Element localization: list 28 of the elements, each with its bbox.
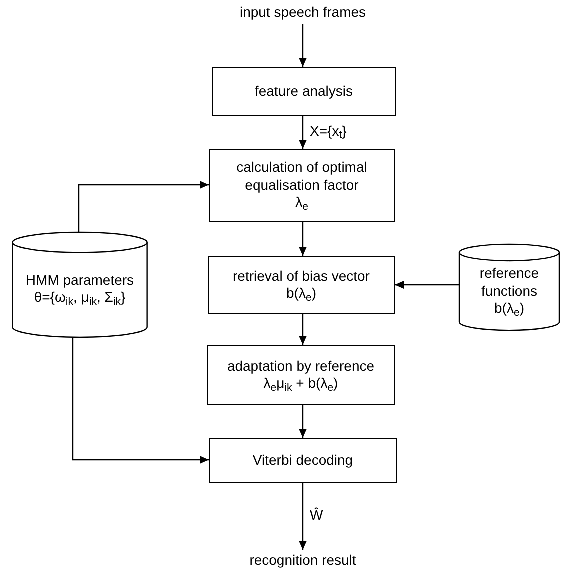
node-text: feature analysis: [254, 82, 354, 100]
edge-label: Ŵ: [309, 508, 324, 522]
arrow: [299, 116, 307, 149]
node-text: b(λ$_{e}$): [286, 285, 316, 302]
node-text: Viterbi decoding: [252, 452, 354, 470]
node-text: b(λ$_{e}$): [494, 300, 524, 318]
arrow: [299, 405, 307, 438]
node-text: λ$_{e}$: [296, 194, 308, 212]
process-box: [209, 149, 395, 222]
arrow: [299, 483, 307, 550]
arrow: [395, 281, 459, 289]
arrow: [299, 222, 307, 256]
node-text: retrieval of bias vector: [233, 268, 370, 285]
process-box: [208, 256, 395, 314]
arrow: [299, 24, 307, 67]
process-box: [209, 438, 397, 483]
node-text: λ$_{e}$μ$_{ik}$ + b(λ$_{e}$): [264, 375, 338, 392]
arrow: [72, 338, 209, 464]
process-box: [207, 345, 395, 405]
edge-label: X={x$_{t}$}: [309, 124, 348, 138]
node-text: HMM parameters: [26, 272, 134, 289]
node-text: adaptation by reference: [227, 358, 375, 375]
process-box: [212, 67, 396, 116]
node-text: θ={ω$_{ik}$, μ$_{ik}$, Σ$_{ik}$}: [34, 289, 126, 306]
arrow: [78, 181, 209, 232]
arrow: [299, 314, 307, 345]
node-text: recognition result: [250, 552, 356, 570]
node-text: input speech frames: [240, 4, 366, 22]
